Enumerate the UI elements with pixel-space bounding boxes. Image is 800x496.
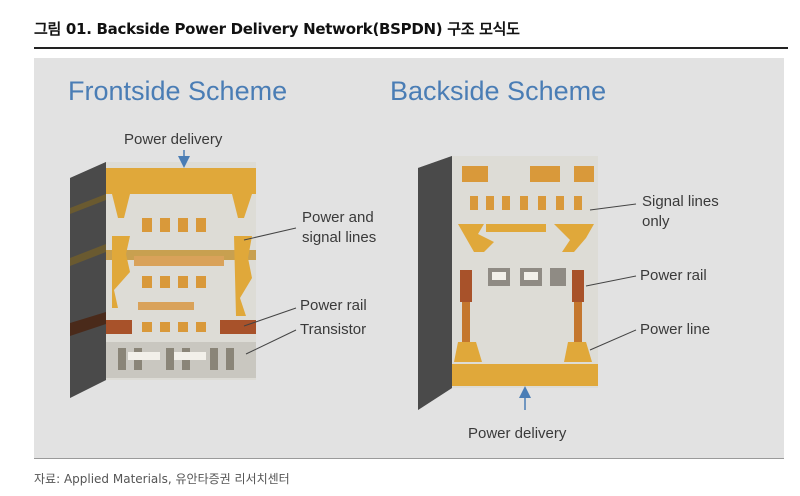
frontside-cube <box>70 162 256 398</box>
front-power-rail-label: Power rail <box>300 297 367 314</box>
front-power-rail <box>106 320 132 334</box>
figure-title: 그림 01. Backside Power Delivery Network(B… <box>34 20 520 38</box>
front-power-signal-label-1: Power and <box>302 209 374 226</box>
frontside-heading: Frontside Scheme <box>68 76 287 106</box>
front-power-delivery-label: Power delivery <box>124 131 223 148</box>
bspdn-diagram: Frontside Scheme Backside Scheme <box>68 76 719 442</box>
back-power-delivery-label: Power delivery <box>468 425 567 442</box>
back-signal-only-label-1: Signal lines <box>642 193 719 210</box>
backside-cube <box>418 156 598 410</box>
back-power-rail <box>460 270 472 302</box>
front-transistor-label: Transistor <box>300 321 366 338</box>
backside-heading: Backside Scheme <box>390 76 606 106</box>
figure-source: 자료: Applied Materials, 유안타증권 리서치센터 <box>34 472 290 486</box>
back-power-line-leader <box>589 329 637 351</box>
back-power-rail-leader <box>585 275 637 287</box>
back-power-line <box>454 342 482 362</box>
back-power-rail-label: Power rail <box>640 267 707 284</box>
front-power-delivery-metal <box>106 168 256 194</box>
back-power-delivery-metal <box>452 364 598 386</box>
title-rule <box>34 47 788 49</box>
diagram-panel: Frontside Scheme Backside Scheme <box>34 58 784 459</box>
back-signal-leader <box>589 203 637 211</box>
back-power-line-label: Power line <box>640 321 710 338</box>
front-power-rail-leader <box>243 307 297 327</box>
front-transistor-leader <box>245 329 297 355</box>
back-signal-only-label-2: only <box>642 213 670 230</box>
front-power-signal-label-2: signal lines <box>302 229 376 246</box>
front-power-signal-leader <box>243 227 297 241</box>
